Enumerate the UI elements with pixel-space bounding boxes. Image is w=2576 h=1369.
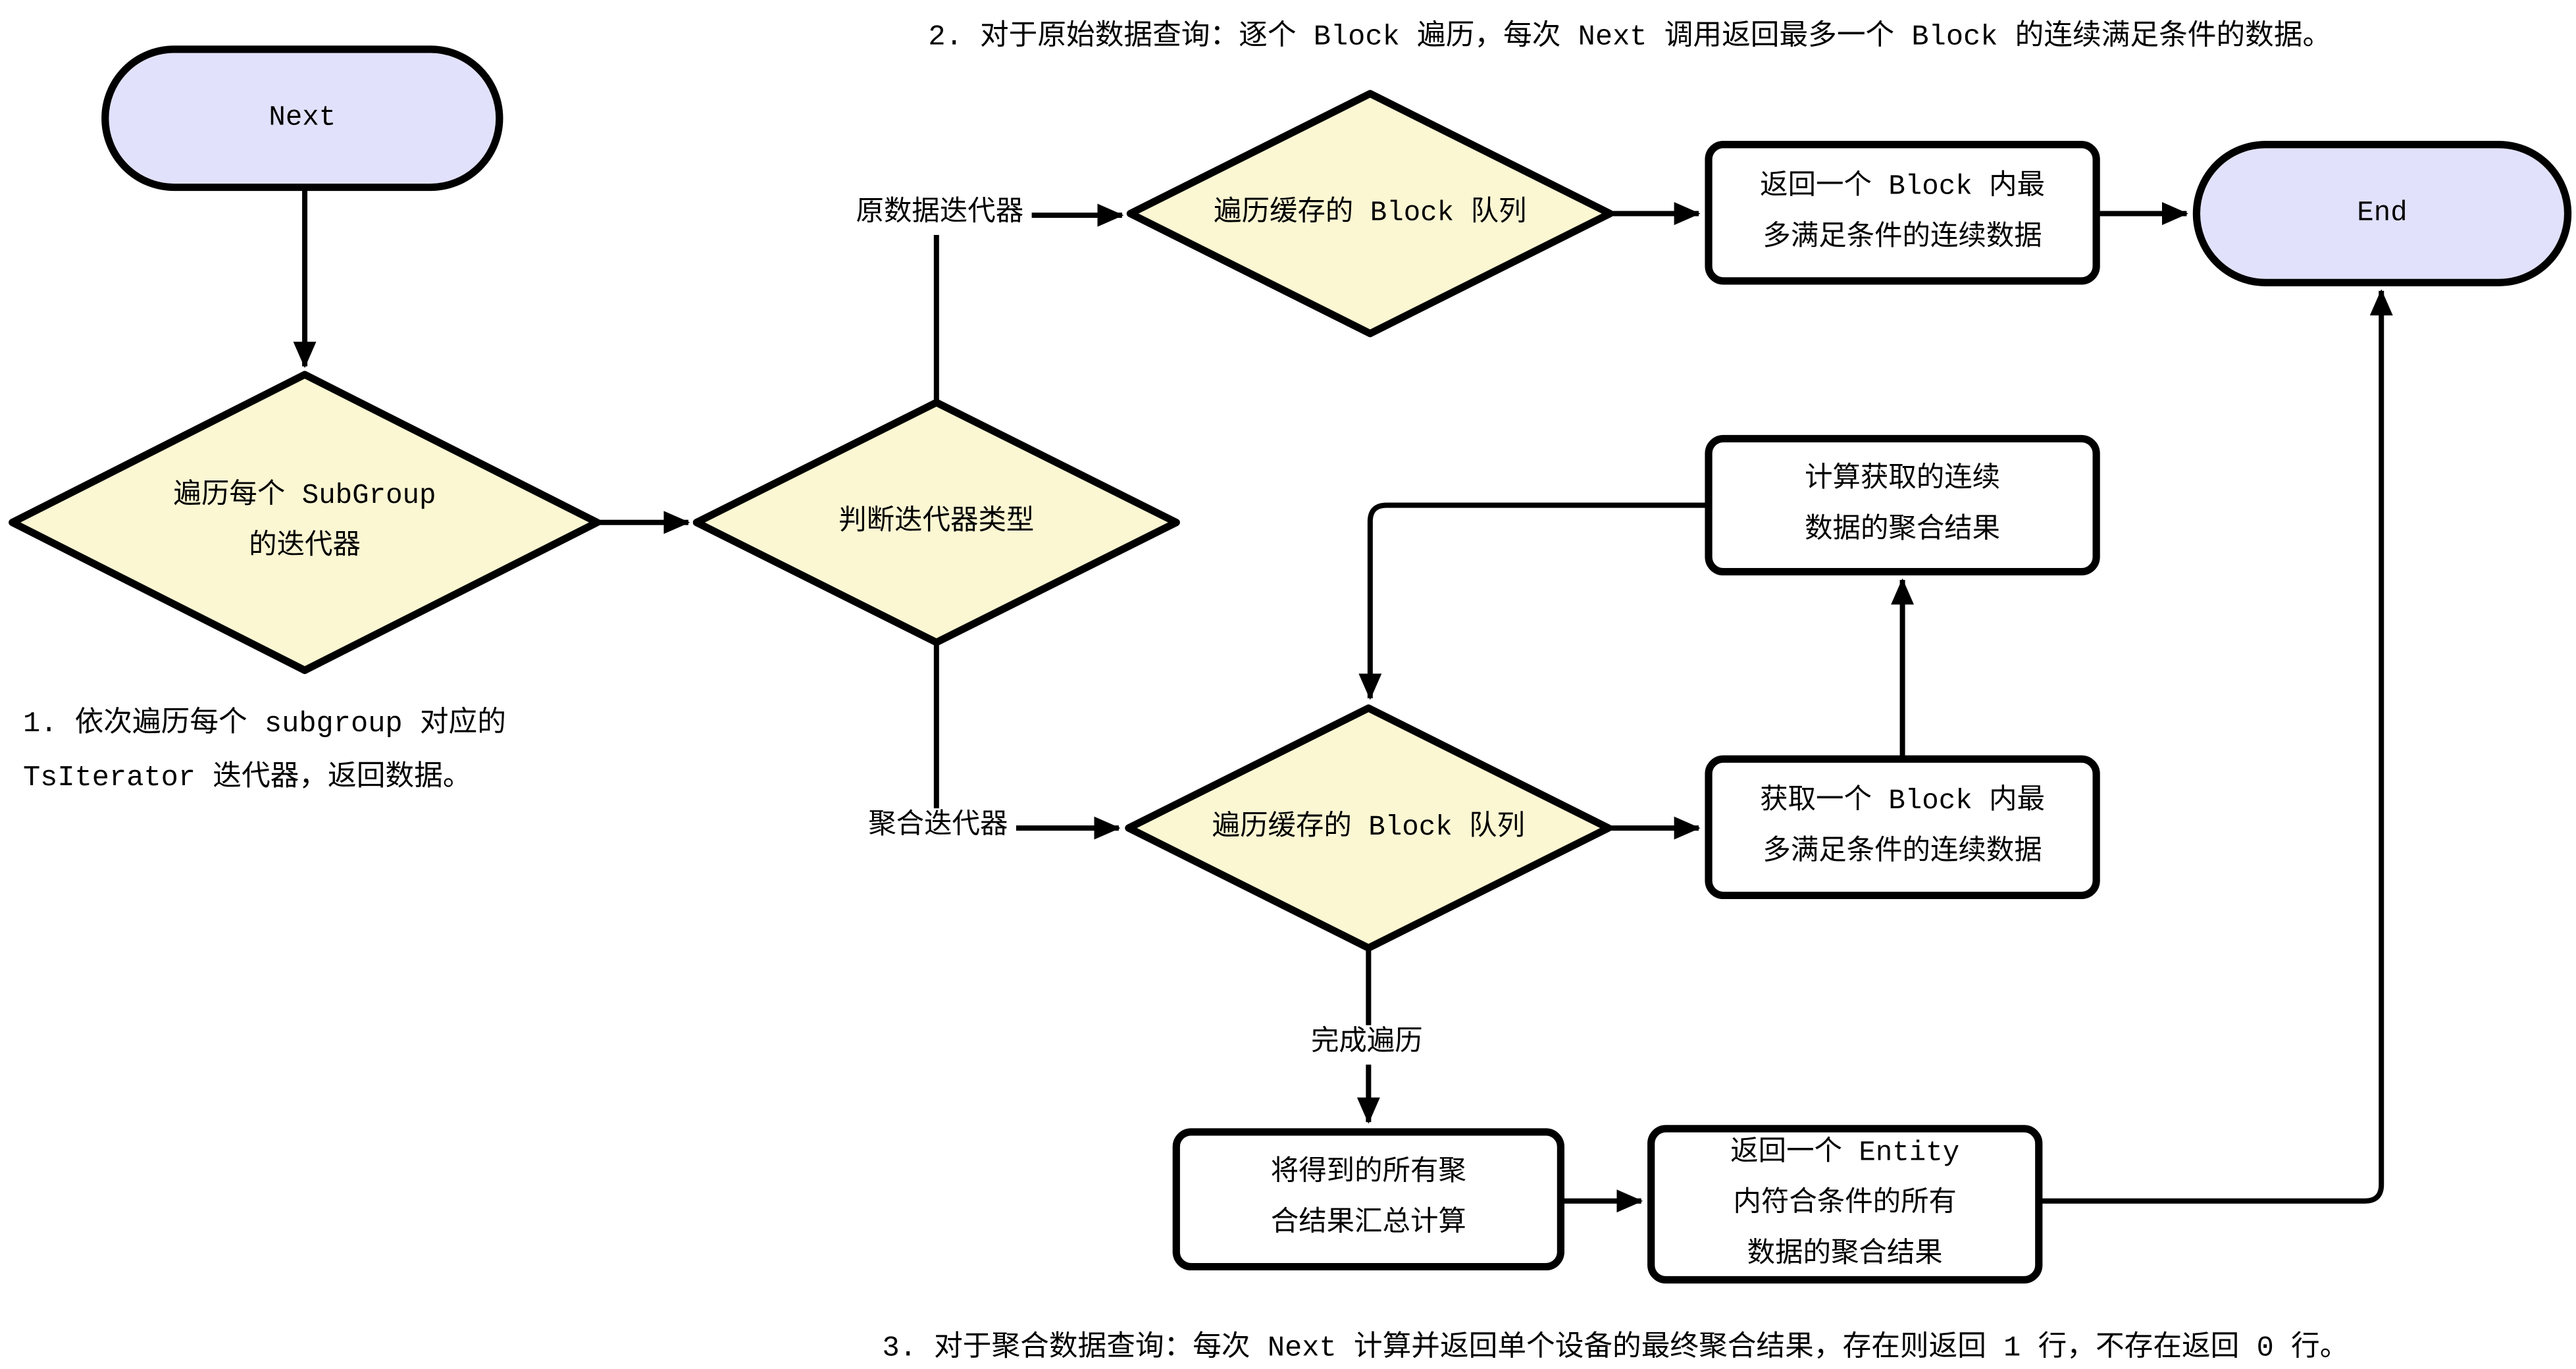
edge-judge-to-raw-queue bbox=[933, 203, 1124, 403]
agg-return-rect-shape bbox=[1647, 1125, 2043, 1284]
finish-traverse-edge-label: 完成遍历 bbox=[1302, 1025, 1431, 1065]
agg-summarize-rect-label: 将得到的所有聚 合结果汇总计算 bbox=[1270, 1158, 1466, 1241]
loop-subgroup-diamond-label: 遍历每个 SubGroup 的迭代器 bbox=[173, 481, 436, 564]
agg-block-queue-diamond-label: 遍历缓存的 Block 队列 bbox=[1212, 812, 1525, 844]
raw-block-queue-diamond-shape bbox=[1126, 90, 1614, 338]
next-node-shape bbox=[101, 45, 503, 192]
next-node-label: Next bbox=[269, 103, 336, 134]
note-subgroup-iteration: 1. 依次遍历每个 subgroup 对应的 TsIterator 迭代器，返回… bbox=[22, 708, 506, 796]
agg-summarize-rect-shape bbox=[1172, 1128, 1565, 1271]
judge-iterator-diamond-label: 判断迭代器类型 bbox=[838, 507, 1035, 538]
edge-judge-to-agg-queue bbox=[933, 642, 1121, 840]
raw-return-rect-shape bbox=[1705, 141, 2100, 285]
agg-compute-rect-shape bbox=[1705, 434, 2100, 576]
judge-iterator-diamond-shape bbox=[692, 398, 1180, 646]
edge-agg-compute-to-agg-queue bbox=[1358, 502, 1709, 700]
agg-fetch-rect-label: 获取一个 Block 内最 多满足条件的连续数据 bbox=[1760, 786, 2046, 869]
end-node-label: End bbox=[2357, 197, 2408, 230]
edge-agg-return-to-end bbox=[2038, 289, 2393, 1204]
note-raw-query: 2. 对于原始数据查询：逐个 Block 遍历，每次 Next 调用返回最多一个… bbox=[928, 21, 2332, 55]
agg-compute-rect-label: 计算获取的连续 数据的聚合结果 bbox=[1805, 464, 2001, 546]
end-node-shape bbox=[2192, 141, 2572, 286]
raw-block-queue-diamond-label: 遍历缓存的 Block 队列 bbox=[1214, 197, 1527, 230]
note-agg-query: 3. 对于聚合数据查询：每次 Next 计算并返回单个设备的最终聚合结果，存在则… bbox=[882, 1332, 2349, 1366]
raw-iterator-edge-label: 原数据迭代器 bbox=[848, 195, 1032, 235]
agg-block-queue-diamond-shape bbox=[1125, 704, 1612, 952]
agg-return-rect-label: 返回一个 Entity 内符合条件的所有 数据的聚合结果 bbox=[1730, 1137, 1960, 1271]
agg-iterator-edge-label: 聚合迭代器 bbox=[860, 808, 1016, 848]
raw-return-rect-label: 返回一个 Block 内最 多满足条件的连续数据 bbox=[1760, 171, 2046, 254]
agg-fetch-rect-shape bbox=[1705, 755, 2100, 900]
loop-subgroup-diamond-shape bbox=[9, 371, 601, 675]
node-shapes bbox=[9, 45, 2572, 1284]
